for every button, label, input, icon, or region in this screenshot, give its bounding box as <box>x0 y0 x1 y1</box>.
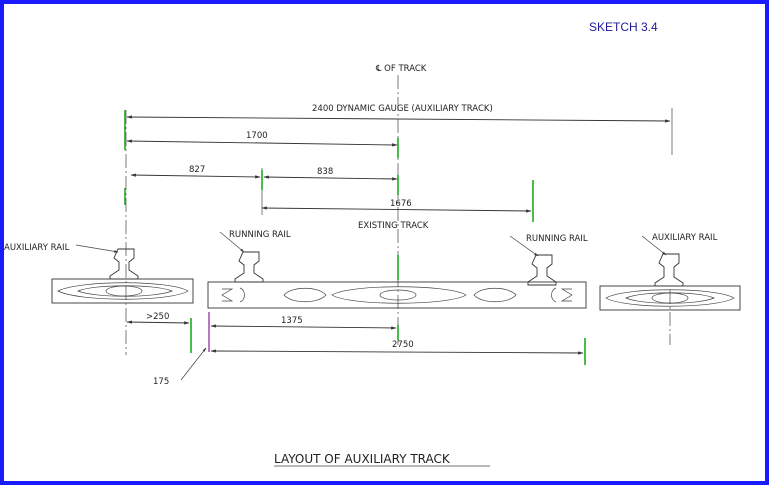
sketch-number-label: SKETCH 3.4 <box>589 20 658 34</box>
dim-line-827 <box>130 173 261 179</box>
drawing-title: LAYOUT OF AUXILIARY TRACK <box>274 452 451 466</box>
dim-label-2750: 2750 <box>392 340 414 350</box>
left-auxiliary-rail <box>109 248 139 280</box>
main-sleeper <box>207 281 587 309</box>
dim-line-1375 <box>210 324 397 330</box>
dim-label-1676: 1676 <box>390 199 412 209</box>
dim-line-1676 <box>261 206 532 213</box>
running-rail-left-leader <box>219 231 245 253</box>
auxiliary-rail-right-label: AUXILIARY RAIL <box>652 233 718 243</box>
dim-line-838 <box>263 175 398 181</box>
dim-line-2750 <box>210 349 584 355</box>
dim-label-1375: 1375 <box>281 316 303 326</box>
dim-line-1700 <box>126 139 398 147</box>
running-rail-right-label: RUNNING RAIL <box>526 234 588 244</box>
auxiliary-rail-left-leader <box>75 244 119 253</box>
auxiliary-rail-right-leader <box>641 235 667 256</box>
running-rail-right-leader <box>509 235 539 257</box>
dim-label-827: 827 <box>189 165 205 175</box>
left-running-rail <box>234 251 264 283</box>
running-rail-left-label: RUNNING RAIL <box>229 230 291 240</box>
auxiliary-rail-left-label: AUXILIARY RAIL <box>4 243 70 253</box>
dim-label-250: >250 <box>146 312 169 322</box>
dim-label-838: 838 <box>317 167 333 177</box>
right-auxiliary-rail <box>654 253 684 287</box>
dim-line-2400 <box>126 115 671 123</box>
dim-label-175: 175 <box>153 377 169 387</box>
dim-label-1700: 1700 <box>246 131 268 141</box>
dim-label-2400: 2400 DYNAMIC GAUGE (AUXILIARY TRACK) <box>312 104 493 114</box>
offset-175-leader <box>180 347 207 381</box>
existing-track-label: EXISTING TRACK <box>358 221 429 231</box>
dim-line-250 <box>126 320 190 325</box>
centerline-label: ℄ OF TRACK <box>375 64 427 74</box>
right-running-rail <box>527 254 557 286</box>
left-sleeper <box>51 278 194 304</box>
